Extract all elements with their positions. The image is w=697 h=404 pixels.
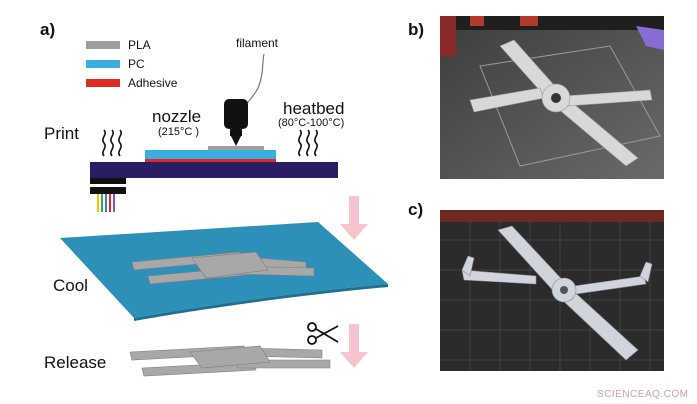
legend-item-adhesive: Adhesive (86, 76, 177, 90)
printed-part-on-sheet (131, 251, 315, 285)
legend-item-pla: PLA (86, 38, 151, 52)
panel-b-label: b) (408, 20, 425, 39)
pla-layer (208, 146, 264, 150)
step-print-label: Print (44, 124, 79, 143)
down-arrow-2-icon (340, 324, 368, 368)
heatbed-temp-label: (80°C-100°C) (278, 117, 345, 129)
legend-swatch-adhesive (86, 79, 120, 87)
released-part (129, 345, 331, 377)
legend-label-pc: PC (128, 57, 145, 71)
panel-c-label: c) (408, 200, 424, 219)
filament-label: filament (236, 36, 279, 50)
legend-swatch-pc (86, 60, 120, 68)
panel-a-label: a) (40, 20, 56, 39)
down-arrow-1-icon (340, 196, 368, 240)
heat-waves-right-icon (298, 129, 318, 157)
nozzle-icon (224, 99, 248, 146)
legend-label-pla: PLA (128, 38, 151, 52)
scissors-icon (307, 322, 339, 345)
nozzle-label: nozzle (152, 107, 202, 126)
heatbed-wires (97, 194, 115, 212)
step-cool-label: Cool (53, 276, 88, 295)
heatbed-plate (90, 162, 338, 178)
heat-waves-left-icon (102, 129, 122, 157)
adhesive-layer (145, 159, 276, 162)
legend-item-pc: PC (86, 57, 145, 71)
photo-released-gripper (440, 210, 664, 371)
printing-process-diagram (60, 53, 388, 377)
legend-swatch-pla (86, 41, 120, 49)
watermark: SCIENCEAQ.COM (597, 389, 689, 400)
step-release-label: Release (44, 353, 107, 372)
legend-label-adhesive: Adhesive (128, 76, 178, 90)
photo-printed-gripper-on-bed (440, 16, 664, 179)
nozzle-temp-label: (215°C ) (158, 126, 200, 138)
heatbed-label: heatbed (283, 99, 345, 118)
pc-layer (145, 150, 276, 159)
